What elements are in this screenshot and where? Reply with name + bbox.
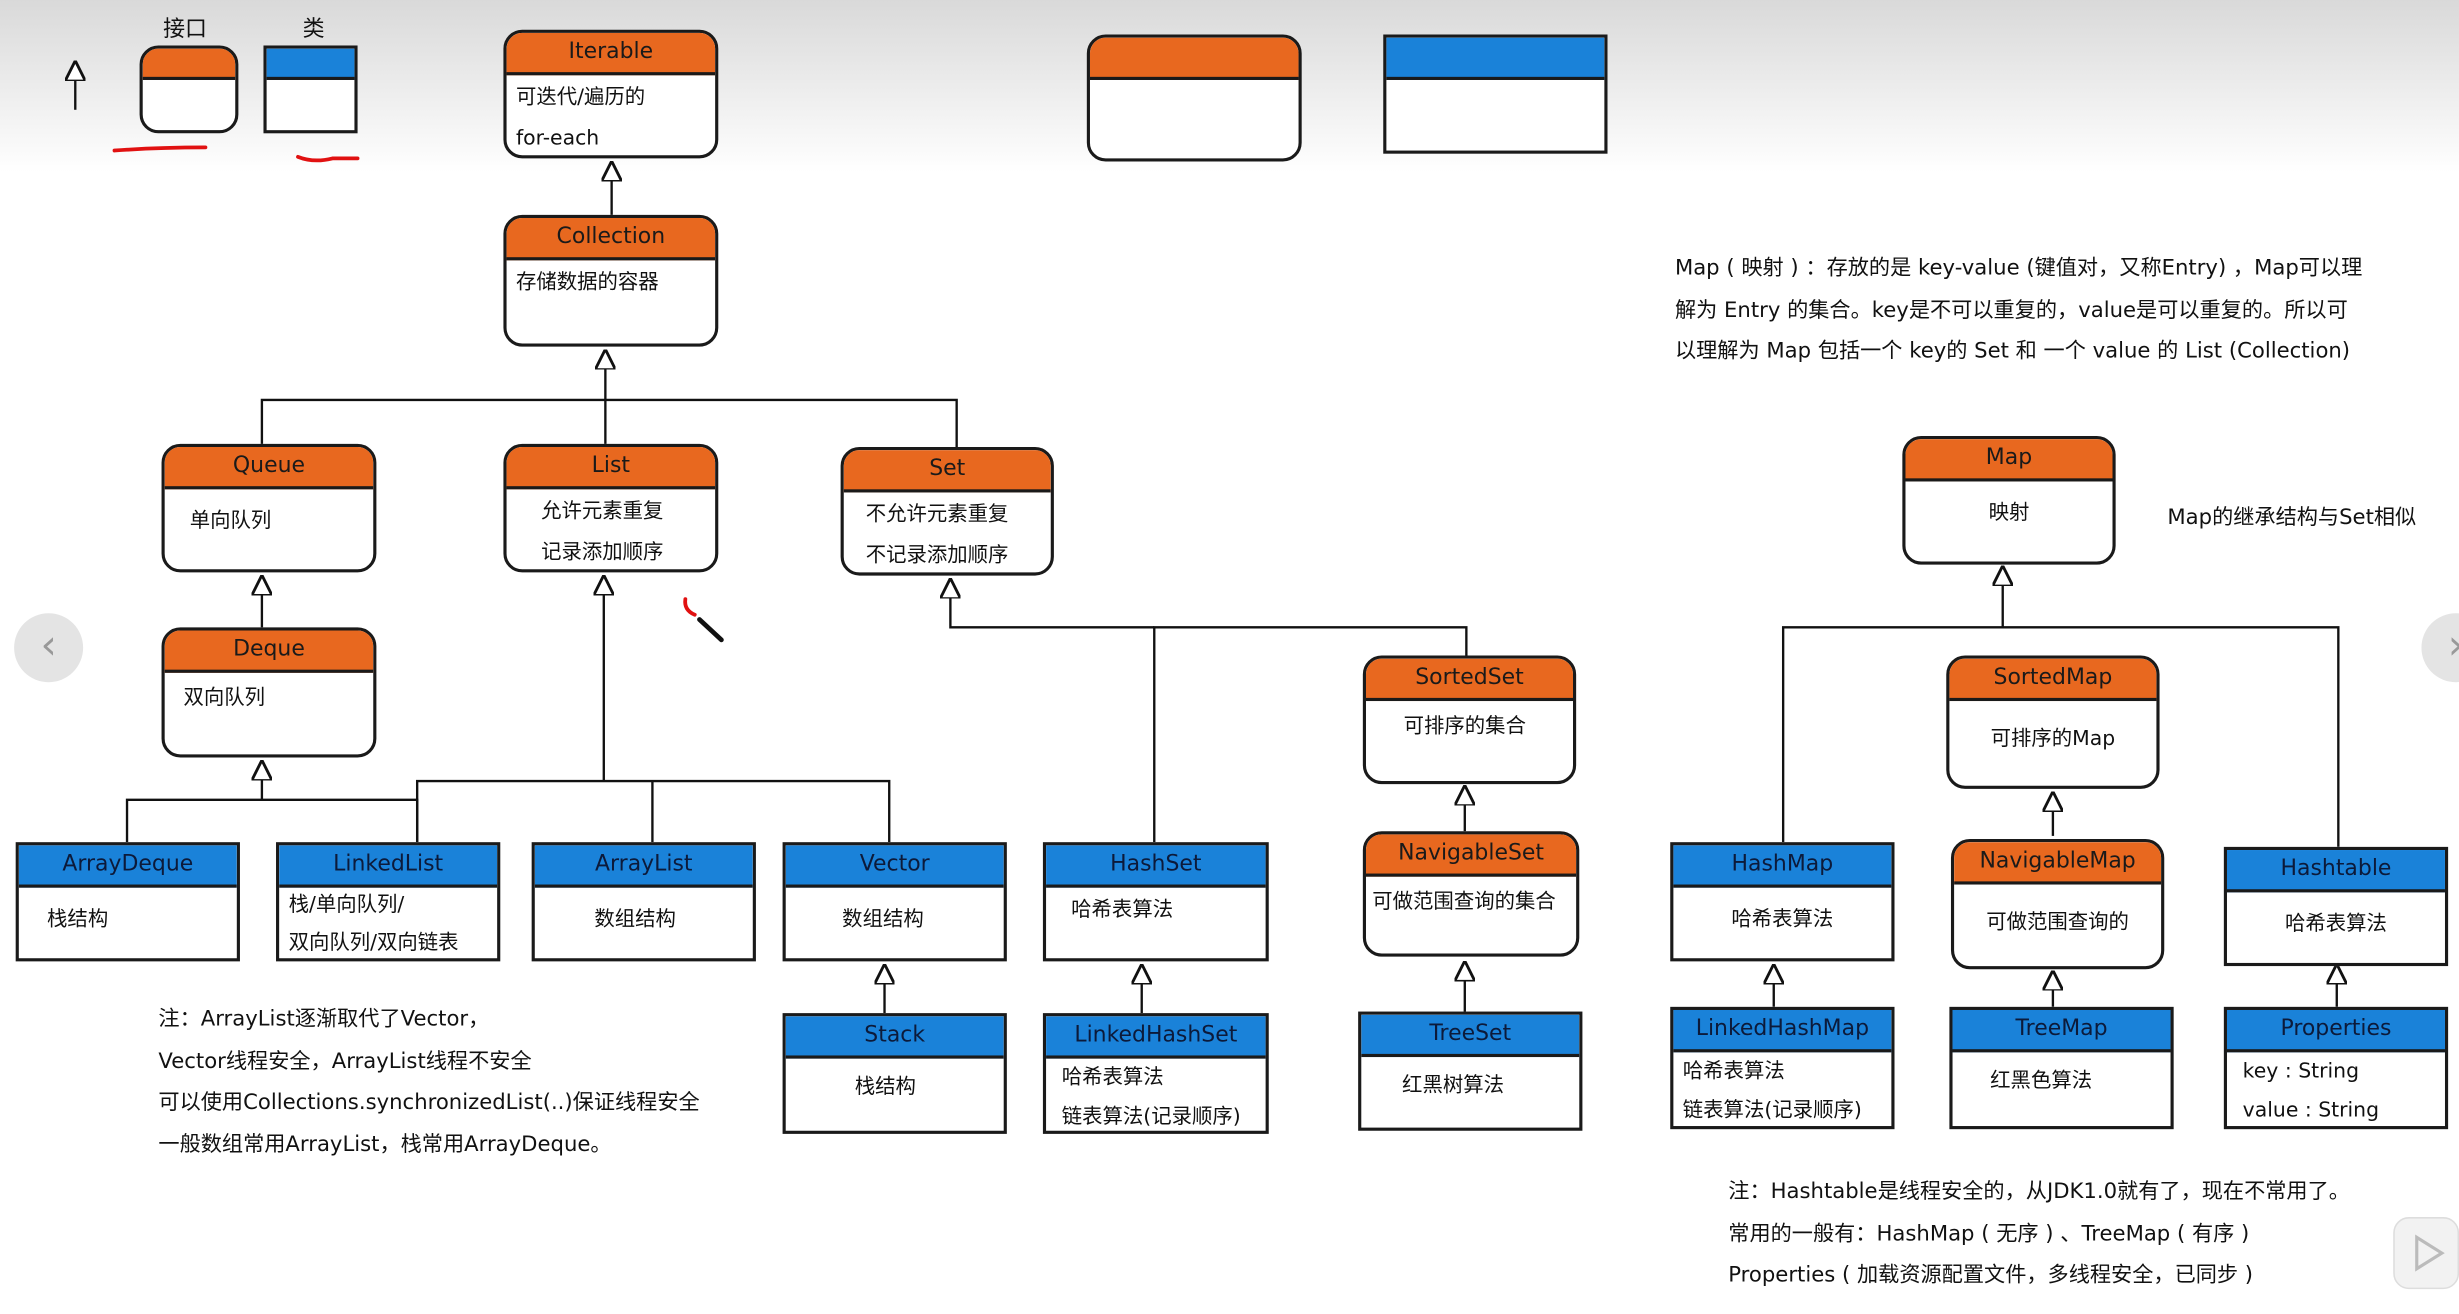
node-stack: Stack 栈结构 <box>782 1013 1007 1134</box>
node-linkedhashset: LinkedHashSet 哈希表算法链表算法(记录顺序) <box>1042 1013 1269 1134</box>
node-linkedlist: LinkedList 栈/单向队列/双向队列/双向链表 <box>276 842 501 962</box>
arraylist-note: 注：ArrayList逐渐取代了Vector， Vector线程安全，Array… <box>158 1006 700 1157</box>
node-set: Set 不允许元素重复不记录添加顺序 <box>840 446 1054 576</box>
node-deque: Deque 双向队列 <box>161 627 377 758</box>
map-description-note: Map ( 映射 ) ：存放的是 key-value (键值对，又称Entry)… <box>1674 255 2363 364</box>
legend-class-box <box>263 45 358 134</box>
legend-interface-box <box>139 45 239 134</box>
node-treemap: TreeMap 红黑色算法 <box>1949 1006 2174 1130</box>
node-navigablemap: NavigableMap 可做范围查询的 <box>1950 839 2165 970</box>
legend-interface-label: 接口 <box>163 17 208 43</box>
node-hashset: HashSet 哈希表算法 <box>1042 842 1269 962</box>
pen-cursor-icon <box>683 597 724 643</box>
node-sortedmap: SortedMap 可排序的Map <box>1946 655 2160 789</box>
chevron-left-icon[interactable]: ‹ <box>14 613 84 683</box>
node-queue: Queue 单向队列 <box>161 443 377 573</box>
node-vector: Vector 数组结构 <box>782 842 1007 962</box>
node-navigableset: NavigableSet 可做范围查询的集合 <box>1362 831 1580 957</box>
node-title: Collection <box>506 217 716 261</box>
node-collection: Collection 存储数据的容器 <box>503 214 719 347</box>
play-icon[interactable] <box>2393 1217 2459 1290</box>
node-linkedhashmap: LinkedHashMap 哈希表算法链表算法(记录顺序) <box>1670 1006 1895 1130</box>
node-map: Map 映射 <box>1902 435 2116 565</box>
hashtable-note: 注：Hashtable是线程安全的，从JDK1.0就有了，现在不常用了。 常用的… <box>1728 1179 2350 1288</box>
node-hashmap: HashMap 哈希表算法 <box>1670 842 1895 962</box>
node-arraydeque: ArrayDeque 栈结构 <box>15 842 240 962</box>
map-similar-note: Map的继承结构与Set相似 <box>2167 504 2417 531</box>
legend-class-label: 类 <box>302 17 325 43</box>
node-list: List 允许元素重复记录添加顺序 <box>503 443 719 573</box>
node-treeset: TreeSet 红黑树算法 <box>1358 1011 1583 1131</box>
node-arraylist: ArrayList 数组结构 <box>531 842 756 962</box>
node-title: Iterable <box>506 32 716 76</box>
legend-class-box-large <box>1383 34 1608 154</box>
node-sortedset: SortedSet 可排序的集合 <box>1362 655 1577 785</box>
node-hashtable: Hashtable 哈希表算法 <box>2223 846 2449 967</box>
legend-interface-box-large <box>1086 34 1302 162</box>
